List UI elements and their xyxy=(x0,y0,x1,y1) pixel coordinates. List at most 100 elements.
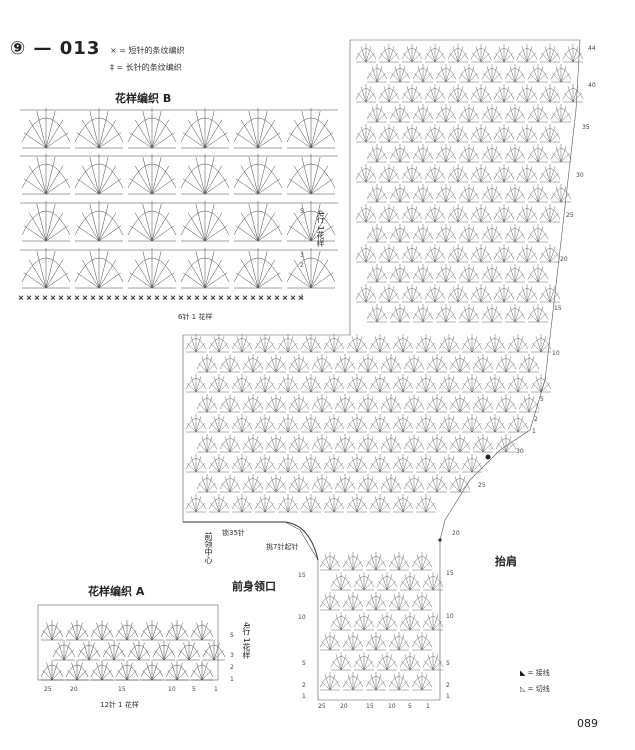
sc-mark: × xyxy=(18,294,24,302)
shell-stitch xyxy=(231,454,253,473)
shell-stitch xyxy=(424,244,446,263)
shell-stitch xyxy=(378,204,400,223)
shell-stitch xyxy=(323,414,345,433)
row-num: 15 xyxy=(298,572,306,579)
shell-stitch xyxy=(378,124,400,143)
legend-dc: ‡ = 长针的条纹编织 xyxy=(110,63,182,72)
shell-stitch xyxy=(507,414,529,433)
row-num: 2 xyxy=(534,416,538,423)
pattern-a-title: 花样编织 A xyxy=(88,585,145,598)
pattern-b-row-2: 2 xyxy=(300,262,304,269)
row-num: 25 xyxy=(478,482,486,489)
row-num: 15 xyxy=(446,570,454,577)
shell-stitch xyxy=(300,374,322,393)
shell-stitch xyxy=(219,434,241,453)
shell-stitch xyxy=(530,374,552,393)
shell-stitch xyxy=(21,248,71,289)
shell-stitch xyxy=(516,204,538,223)
pattern-a-st-15: 15 xyxy=(118,686,126,693)
shell-stitch xyxy=(190,620,214,641)
shell-stitch xyxy=(458,304,480,323)
shell-stitch xyxy=(403,474,425,493)
shell-stitch xyxy=(470,244,492,263)
shell-stitch xyxy=(185,374,207,393)
shell-stitch xyxy=(208,334,230,353)
shell-stitch xyxy=(323,374,345,393)
shell-stitch xyxy=(65,660,89,681)
shell-stitch xyxy=(516,84,538,103)
shell-stitch xyxy=(438,374,460,393)
row-num: 5 xyxy=(302,660,306,667)
row-num: 2 xyxy=(446,682,450,689)
shell-stitch xyxy=(254,334,276,353)
shell-stitch xyxy=(74,248,124,289)
shell-stitch xyxy=(415,494,437,513)
shell-stitch xyxy=(202,640,226,661)
shell-stitch xyxy=(265,354,287,373)
shell-stitch xyxy=(353,612,375,631)
sc-mark: × xyxy=(138,294,144,302)
shell-stitch xyxy=(319,552,341,571)
shell-stitch xyxy=(323,494,345,513)
shell-stitch xyxy=(539,84,561,103)
stitch-num: 1 xyxy=(426,703,430,710)
row-num: 5 xyxy=(540,396,544,403)
legend-join: ◣ = 接线 xyxy=(520,669,550,677)
chart-markers xyxy=(438,454,491,542)
shell-stitch xyxy=(449,394,471,413)
shell-stitch xyxy=(550,144,572,163)
shell-stitch xyxy=(376,652,398,671)
sc-mark: × xyxy=(82,294,88,302)
shell-stitch xyxy=(40,620,64,641)
shell-stitch xyxy=(65,620,89,641)
shell-stitch xyxy=(208,414,230,433)
shell-stitch xyxy=(458,104,480,123)
shell-stitch xyxy=(357,474,379,493)
shell-stitch xyxy=(300,414,322,433)
shell-stitch xyxy=(527,264,549,283)
shell-stitch xyxy=(355,244,377,263)
shell-stitch xyxy=(424,204,446,223)
shell-stitch xyxy=(311,394,333,413)
shell-stitch xyxy=(231,494,253,513)
shell-stitch xyxy=(378,244,400,263)
shell-stitch xyxy=(539,244,561,263)
row-num: 25 xyxy=(566,212,574,219)
shell-stitch xyxy=(447,124,469,143)
shell-stitch xyxy=(422,652,444,671)
shell-stitch xyxy=(392,414,414,433)
shell-stitch xyxy=(415,374,437,393)
shell-stitch xyxy=(392,374,414,393)
row-num: 10 xyxy=(446,613,454,620)
shell-stitch xyxy=(470,164,492,183)
shell-stitch xyxy=(242,474,264,493)
shell-stitch xyxy=(196,394,218,413)
shell-stitch xyxy=(472,434,494,453)
shell-stitch xyxy=(458,224,480,243)
shell-stitch xyxy=(470,84,492,103)
shell-stitch xyxy=(219,394,241,413)
front-neck-label: 前身领口 xyxy=(232,580,276,593)
shell-stitch xyxy=(412,144,434,163)
shell-stitch xyxy=(208,454,230,473)
shell-stitch xyxy=(449,474,471,493)
sc-mark: × xyxy=(250,294,256,302)
shell-stitch xyxy=(357,434,379,453)
shell-stitch xyxy=(472,354,494,373)
sc-mark: × xyxy=(34,294,40,302)
shell-stitch xyxy=(366,304,388,323)
shell-stitch xyxy=(493,164,515,183)
shell-stitch xyxy=(219,474,241,493)
shell-stitch xyxy=(346,494,368,513)
shell-stitch xyxy=(115,620,139,641)
shell-stitch xyxy=(231,374,253,393)
shell-stitch xyxy=(401,124,423,143)
stitch-num: 15 xyxy=(366,703,374,710)
row-num: 10 xyxy=(552,350,560,357)
shell-stitch xyxy=(190,660,214,681)
shell-stitch xyxy=(342,552,364,571)
shell-stitch xyxy=(389,264,411,283)
shell-stitch xyxy=(461,334,483,353)
shell-stitch xyxy=(365,592,387,611)
